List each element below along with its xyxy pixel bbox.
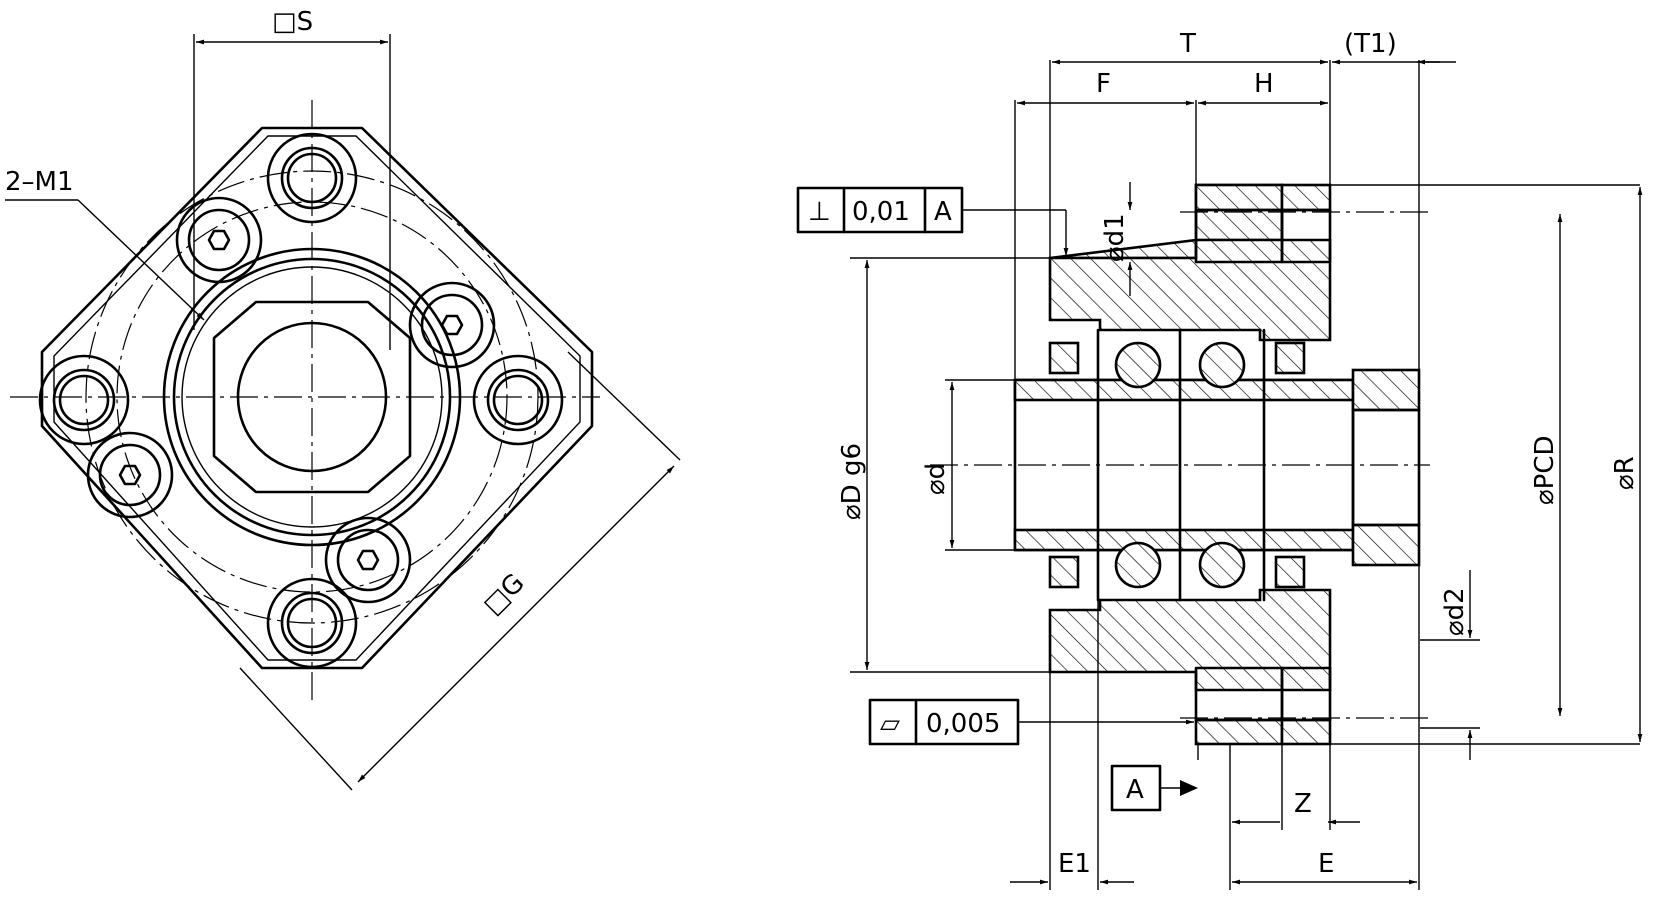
hub-outer-circle <box>162 247 462 547</box>
dim-label-S: □S <box>272 7 313 37</box>
dim-label-Z: Z <box>1294 789 1312 819</box>
flatness-frame: ▱ 0,005 <box>868 698 1194 746</box>
datum-A: A <box>1110 744 1199 812</box>
dim-label-G: □G <box>478 568 531 621</box>
dim-label-T1: (T1) <box>1344 29 1397 59</box>
ball-upper-1 <box>1114 341 1162 389</box>
section-view: T (T1) F H ⌀d1 ⌀D g6 ⌀d ⌀PCD ⌀R ⌀d2 <box>796 29 1643 890</box>
dim-label-d2: ⌀d2 <box>1440 587 1470 636</box>
dim-label-R: ⌀R <box>1610 456 1640 490</box>
mounting-hole-top <box>266 132 358 224</box>
bolt-circle <box>85 170 539 624</box>
dim-label-PCD: ⌀PCD <box>1530 435 1560 505</box>
dim-label-H: H <box>1254 69 1274 99</box>
ball-lower-1 <box>1114 541 1162 589</box>
perpendicularity-value: 0,01 <box>852 197 910 227</box>
front-view: □S 2–M1 □G <box>5 7 681 791</box>
flatness-symbol: ▱ <box>880 709 900 739</box>
perpendicularity-datum: A <box>934 197 952 227</box>
hex-screw-1 <box>175 196 263 284</box>
flatness-value: 0,005 <box>926 709 1000 739</box>
mounting-hole-right <box>472 354 564 446</box>
datum-A-label: A <box>1126 775 1144 805</box>
dim-label-d1: ⌀d1 <box>1100 213 1130 262</box>
lock-nut <box>1351 368 1421 412</box>
dim-label-D-g6: ⌀D g6 <box>837 443 867 520</box>
ball-upper-2 <box>1198 341 1246 389</box>
mounting-hole-bottom <box>266 577 358 669</box>
perpendicularity-symbol: ⊥ <box>808 197 831 227</box>
dim-label-d: ⌀d <box>921 463 951 495</box>
dim-label-E: E <box>1318 849 1334 879</box>
hex-screw-4 <box>324 516 412 604</box>
dim-label-E1: E1 <box>1058 849 1091 879</box>
dim-label-T: T <box>1179 29 1196 59</box>
dim-label-F: F <box>1096 69 1111 99</box>
hex-screw-2 <box>408 281 496 369</box>
label-2-M1: 2–M1 <box>5 167 74 197</box>
housing-lower <box>1048 588 1332 692</box>
hub-bore <box>236 321 388 473</box>
perpendicularity-frame: ⊥ 0,01 A <box>796 186 1069 256</box>
hex-screw-3 <box>86 431 174 519</box>
ball-lower-2 <box>1198 541 1246 589</box>
mounting-hole-left <box>38 354 130 446</box>
